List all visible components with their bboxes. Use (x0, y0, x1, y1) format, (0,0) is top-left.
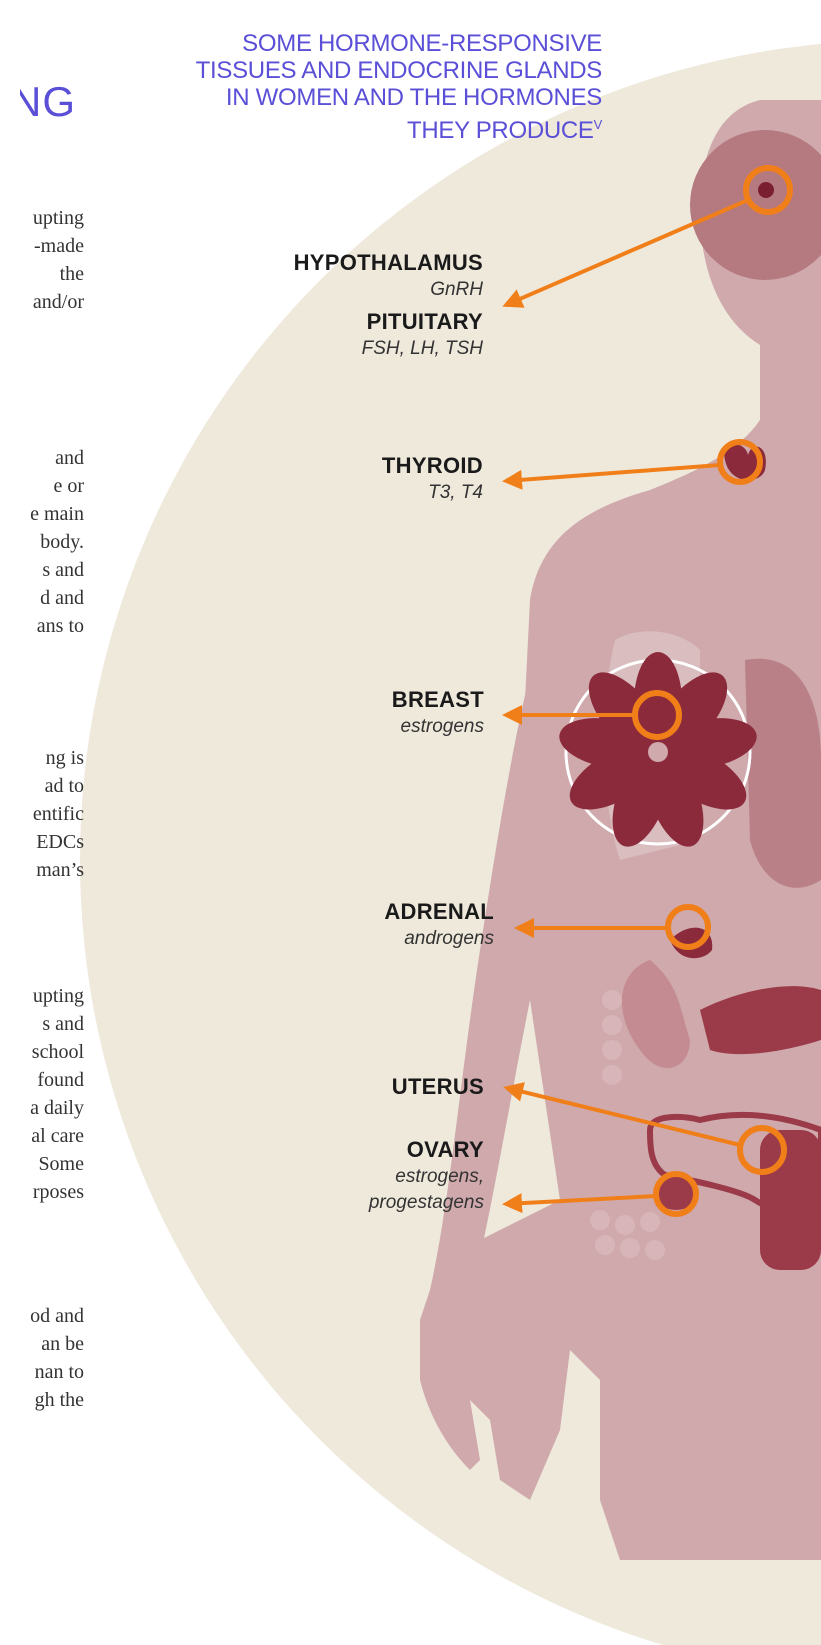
body-text-line: the (60, 260, 84, 288)
body-text-line: upting (33, 982, 84, 1010)
body-text-line: Some (38, 1150, 84, 1178)
body-text-line: school (32, 1038, 84, 1066)
body-text-line: upting (33, 204, 84, 232)
label-pituitary: PITUITARY FSH, LH, TSH (283, 308, 483, 362)
body-text-line: gh the (35, 1386, 84, 1414)
label-adrenal: ADRENAL androgens (294, 898, 494, 952)
body-text-line: -made (34, 232, 84, 260)
body-text-line: body. (40, 528, 84, 556)
body-text-line: od and (30, 1302, 84, 1330)
body-text-line: found (37, 1066, 84, 1094)
label-hypothalamus: HYPOTHALAMUS GnRH (283, 249, 483, 303)
body-text-line: e or (53, 472, 84, 500)
body-text-line: ans to (37, 612, 84, 640)
body-text-line: rposes (33, 1178, 84, 1206)
figure-title: SOME HORMONE-RESPONSIVE TISSUES AND ENDO… (170, 30, 602, 144)
body-text-line: ng is (46, 744, 84, 772)
label-breast: BREAST estrogens (284, 686, 484, 740)
body-text-line: e main (30, 500, 84, 528)
body-text-line: al care (31, 1122, 84, 1150)
body-text-line: and/or (33, 288, 84, 316)
body-text-line: a daily (30, 1094, 84, 1122)
body-text-line: s and (42, 1010, 84, 1038)
body-text-line: EDCs (36, 828, 84, 856)
body-text-line: and (55, 444, 84, 472)
pituitary-gland (758, 182, 774, 198)
label-thyroid: THYROID T3, T4 (283, 452, 483, 506)
body-text-line: ad to (45, 772, 84, 800)
label-ovary: OVARY estrogens, progestagens (284, 1136, 484, 1216)
body-text-line: nan to (35, 1358, 84, 1386)
body-text-line: s and (42, 556, 84, 584)
body-text-line: entific (33, 800, 84, 828)
body-text-line: an be (41, 1330, 84, 1358)
body-text-line: d and (40, 584, 84, 612)
body-text-line: man’s (36, 856, 84, 884)
section-heading-fragment: ING (20, 78, 76, 126)
label-uterus: UTERUS (284, 1073, 484, 1101)
